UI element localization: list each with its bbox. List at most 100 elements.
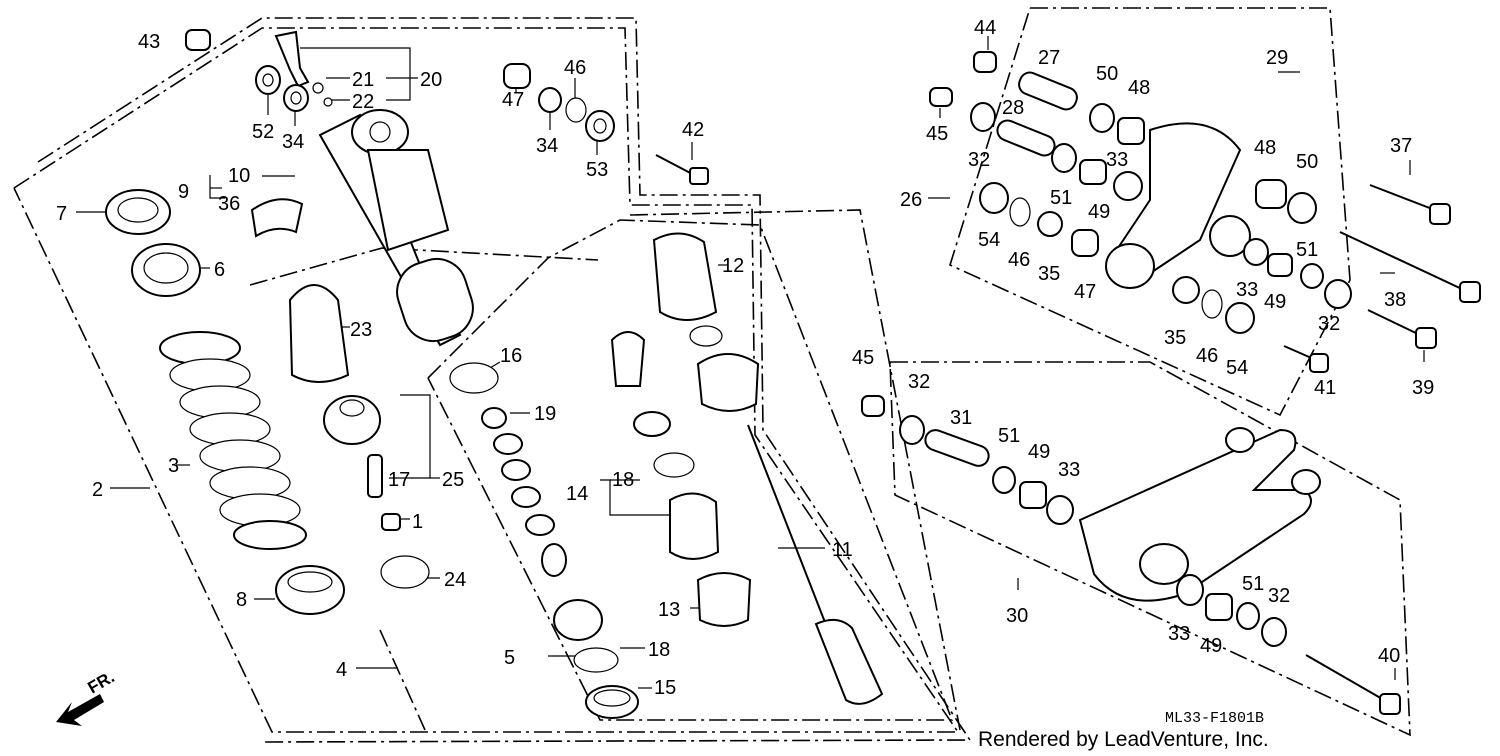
bumper-12 (652, 232, 718, 321)
nut-45b (861, 395, 885, 417)
callout-l45a: 45 (926, 123, 948, 145)
bolt-42 (655, 154, 709, 185)
front-direction-indicator: FR. (56, 667, 118, 726)
seal-33 (1113, 171, 1143, 201)
spring-seat-8 (275, 565, 345, 615)
bearing-49d (1205, 593, 1233, 621)
callout-l9: 9 (178, 181, 189, 203)
callout-l25: 25 (442, 469, 464, 491)
bolt-39 (1367, 309, 1437, 349)
circlip-46b (1009, 197, 1031, 227)
callout-l46b: 46 (1008, 249, 1030, 271)
callout-l49c: 49 (1028, 441, 1050, 463)
stopper-top (610, 331, 646, 387)
callout-l47b: 47 (1074, 281, 1096, 303)
callout-l32b: 32 (1318, 313, 1340, 335)
washer-35 (1037, 211, 1063, 237)
callout-l51a: 51 (1050, 187, 1072, 209)
callout-l21: 21 (352, 69, 374, 91)
callout-l44: 44 (974, 17, 996, 39)
callout-l2: 2 (92, 479, 103, 501)
callout-l32d: 32 (1268, 585, 1290, 607)
collar-32 (970, 102, 996, 132)
cap-1 (381, 513, 401, 531)
callout-l19: 19 (534, 403, 556, 425)
bump-rubber-23 (288, 284, 350, 383)
callout-l42: 42 (682, 119, 704, 141)
collar-51b (1300, 263, 1324, 289)
callout-l53: 53 (586, 159, 608, 181)
callout-l46a: 46 (564, 57, 586, 79)
bearing-49b (1267, 253, 1293, 277)
lock-nut-7 (105, 189, 171, 235)
nut-43 (185, 29, 211, 51)
callout-l15: 15 (654, 677, 676, 699)
callout-l17: 17 (388, 469, 410, 491)
callout-l24: 24 (444, 569, 466, 591)
seal-54b (1225, 302, 1255, 334)
callout-l40: 40 (1378, 645, 1400, 667)
collar-13 (696, 572, 752, 627)
pipe-31 (924, 429, 990, 467)
callout-l32a: 32 (968, 149, 990, 171)
callout-l49a: 49 (1088, 201, 1110, 223)
callout-l20: 20 (420, 69, 442, 91)
seal-54 (979, 182, 1009, 214)
circlip-small (689, 325, 723, 347)
pipe-28 (996, 119, 1056, 157)
valve-17 (367, 454, 383, 498)
callout-l33b: 33 (1236, 279, 1258, 301)
bearing-49c (1019, 481, 1047, 509)
bolt-38 (1339, 231, 1481, 303)
collar-51d (1236, 602, 1260, 630)
cap-top (696, 353, 760, 412)
bladder-14 (669, 492, 720, 560)
arm-29 (1105, 122, 1251, 289)
collar-51c (992, 466, 1016, 494)
callout-l18b: 18 (648, 639, 670, 661)
valve-20 (274, 30, 333, 107)
callout-l51b: 51 (1296, 239, 1318, 261)
callout-l37: 37 (1390, 135, 1412, 157)
seal-50 (1089, 103, 1115, 133)
rod-30 (1078, 427, 1321, 602)
connecting-rod-group (861, 395, 1401, 715)
callout-l39: 39 (1412, 377, 1434, 399)
bushing-47 (503, 63, 531, 89)
seal-52 (255, 65, 281, 95)
diagram-code: ML33-F1801B (1165, 710, 1264, 727)
callout-l49b: 49 (1264, 291, 1286, 313)
callout-l22: 22 (352, 91, 374, 113)
seal-33d (1176, 574, 1204, 606)
circlip-16 (449, 362, 499, 394)
callout-l45b: 45 (852, 347, 874, 369)
seal-33c (1046, 495, 1074, 525)
nut-45 (929, 87, 953, 107)
callout-l48a: 48 (1128, 77, 1150, 99)
washer (633, 411, 671, 437)
bolt-41 (1283, 345, 1329, 373)
seal-50b (1287, 192, 1317, 224)
callout-l31: 31 (950, 407, 972, 429)
shims (493, 433, 567, 577)
bolt-37 (1369, 184, 1451, 225)
damper-group (449, 232, 884, 719)
circlip-46 (565, 97, 587, 123)
collar-32d (1261, 617, 1287, 647)
callout-l48b: 48 (1254, 137, 1276, 159)
callout-l50a: 50 (1096, 63, 1118, 85)
callout-l52: 52 (252, 121, 274, 143)
callout-l8: 8 (236, 589, 247, 611)
ring-15 (585, 685, 639, 719)
bearing-49 (1079, 159, 1107, 185)
callout-l33a: 33 (1106, 149, 1128, 171)
collar-34 (283, 84, 309, 112)
callout-l47a: 47 (502, 89, 524, 111)
nut-44 (973, 51, 997, 73)
callout-l7: 7 (56, 203, 67, 225)
stopper-36 (250, 198, 304, 238)
render-credit: Rendered by LeadVenture, Inc. (978, 728, 1269, 751)
